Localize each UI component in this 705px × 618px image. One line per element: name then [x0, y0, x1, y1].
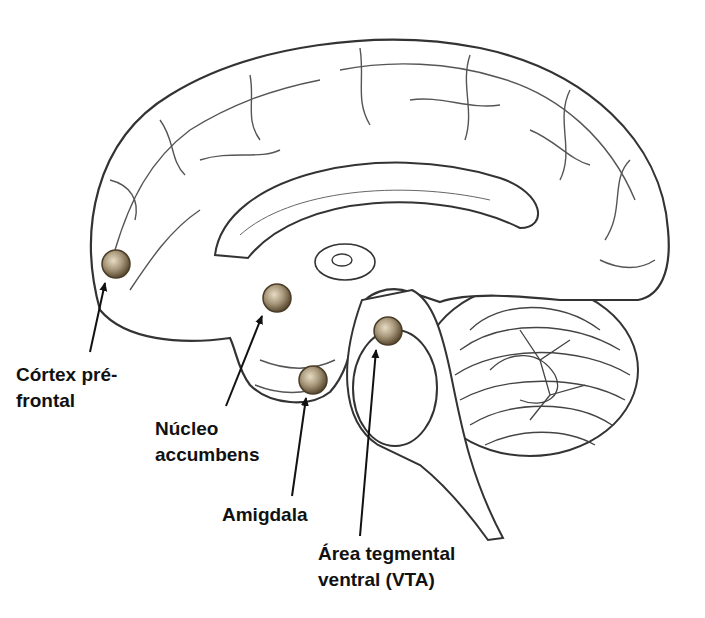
region-markers	[102, 250, 402, 394]
region-marker	[374, 317, 402, 345]
region-label: Córtex pré-frontal	[16, 362, 136, 414]
corpus-callosum	[215, 163, 538, 258]
thalamus	[315, 244, 375, 280]
brainstem	[347, 290, 503, 540]
region-marker	[263, 284, 291, 312]
region-marker	[102, 250, 130, 278]
leader-arrow	[292, 398, 306, 496]
leader-lines	[90, 283, 376, 536]
region-marker	[299, 366, 327, 394]
leader-arrow	[90, 283, 105, 352]
leader-arrow	[360, 350, 376, 536]
cingulate-line	[240, 190, 490, 235]
leader-arrow	[226, 316, 262, 406]
region-label: Área tegmental ventral (VTA)	[318, 541, 498, 593]
pons	[353, 330, 437, 446]
cerebellum-folia	[455, 308, 630, 446]
gyri-lines	[110, 48, 655, 393]
region-label: Amigdala	[222, 502, 342, 528]
interthalamic-adhesion	[332, 254, 352, 266]
region-label: Núcleo accumbens	[155, 416, 285, 468]
